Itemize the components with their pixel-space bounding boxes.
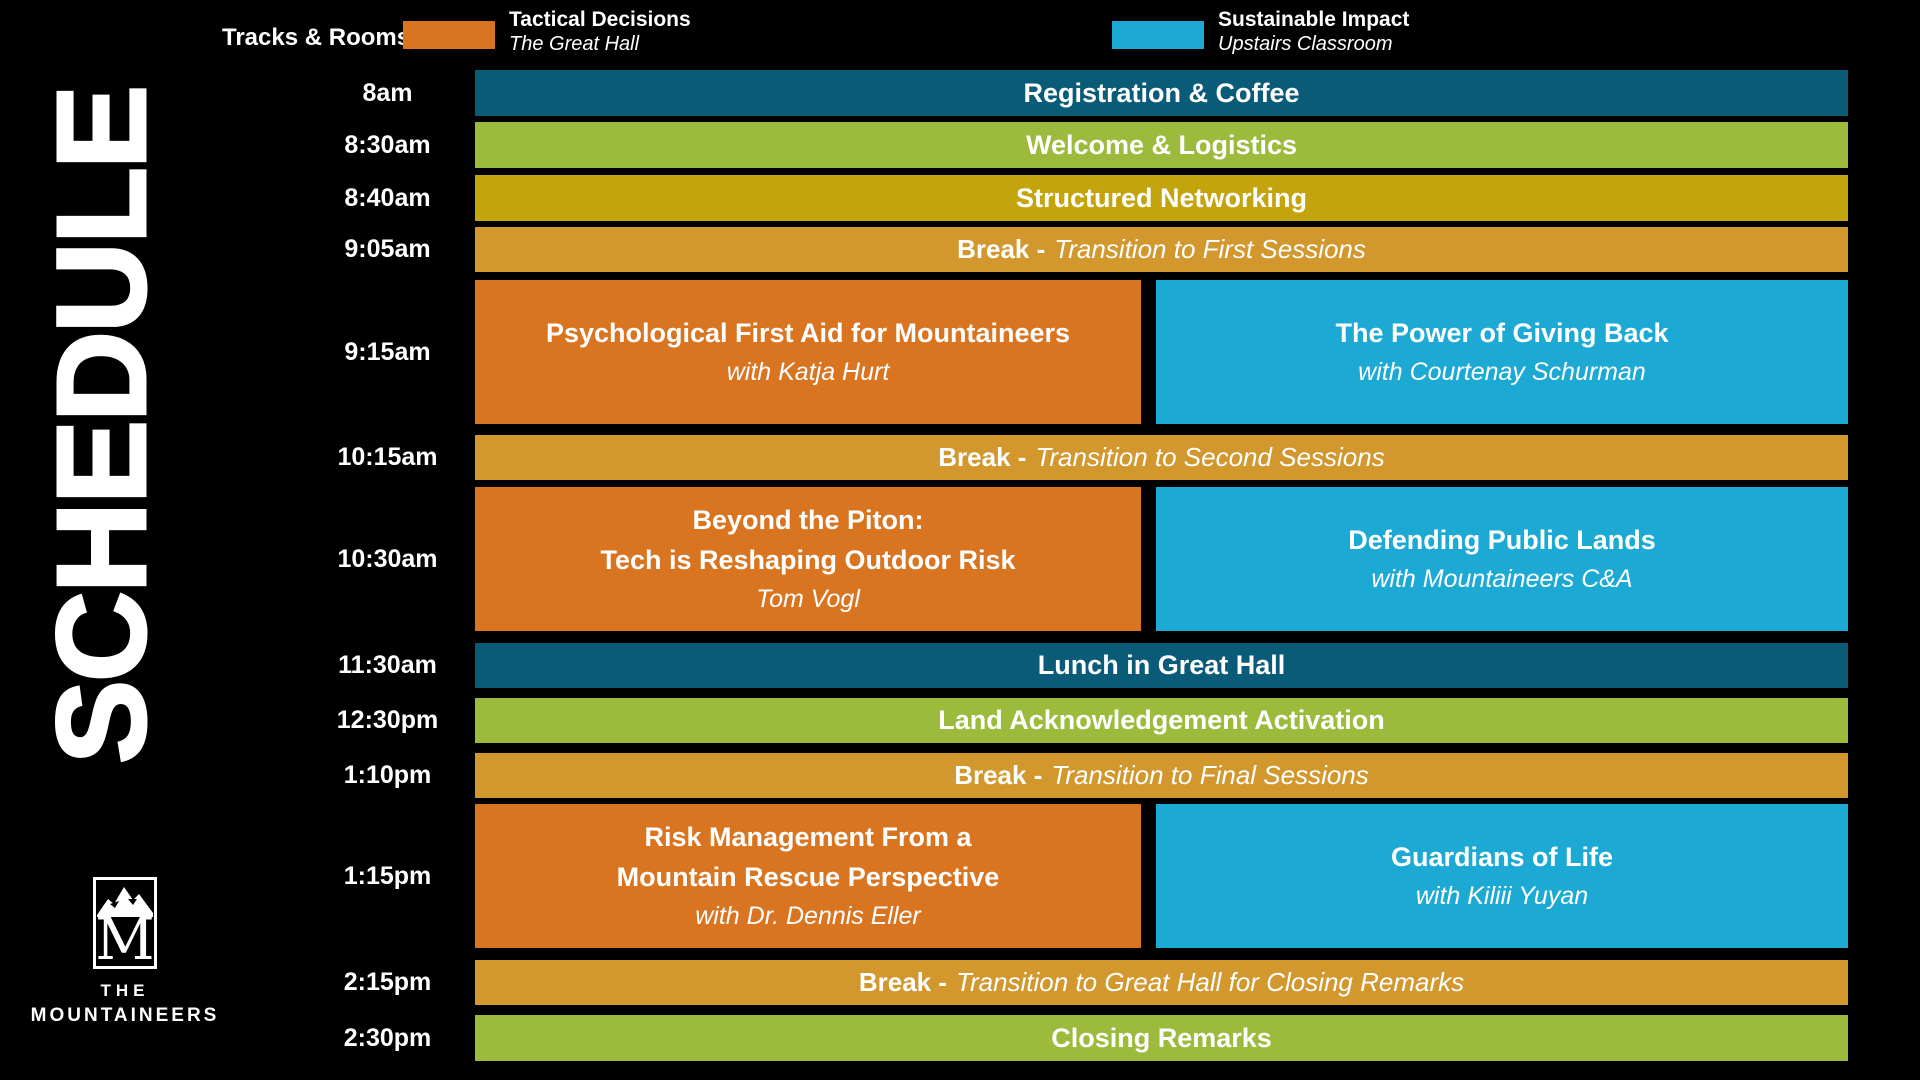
break-label: Break - [957,234,1046,264]
logo-text-mountaineers: MOUNTAINEERS [30,1005,220,1026]
legend-track-name: Tactical Decisions [509,8,691,31]
svg-text:M: M [95,905,154,969]
legend-label: Tracks & Rooms: [222,24,419,51]
break-bar: Break - Transition to First Sessions [475,227,1848,272]
schedule-row: 9:05am Break - Transition to First Sessi… [300,227,1848,272]
session-speaker: with Dr. Dennis Eller [695,902,921,930]
time-label: 10:15am [337,443,438,471]
mountaineers-monogram-icon: M [93,877,157,969]
break-bar: Break - Transition to Second Sessions [475,435,1848,480]
session-title-line2: Mountain Rescue Perspective [616,862,1000,892]
schedule-row: 1:15pm Risk Management From a Mountain R… [300,804,1848,948]
time-label: 8:40am [344,183,431,212]
legend-track-sustainable: Sustainable Impact Upstairs Classroom [1112,7,1409,56]
session-card-sustainable: Defending Public Lands with Mountaineers… [1156,487,1848,631]
break-bar: Break - Transition to Final Sessions [475,753,1848,798]
schedule-row: 10:30am Beyond the Piton: Tech is Reshap… [300,487,1848,631]
session-title: Psychological First Aid for Mountaineers [545,318,1071,348]
mountaineers-logo: M THE MOUNTAINEERS [25,877,225,1027]
logo-text-the: THE [100,981,150,1000]
session-title: The Power of Giving Back [1335,318,1669,348]
time-label: 9:05am [344,235,431,263]
legend-track-tactical: Tactical Decisions The Great Hall [403,7,691,56]
session-title: Defending Public Lands [1348,525,1656,555]
schedule-row: 2:30pm Closing Remarks [300,1015,1848,1061]
session-title: Guardians of Life [1390,842,1614,872]
session-title: Risk Management From a [644,822,972,852]
schedule-row: 8am Registration & Coffee [300,70,1848,116]
schedule-row: 1:10pm Break - Transition to Final Sessi… [300,753,1848,798]
time-label: 8am [362,78,413,107]
time-label: 1:15pm [343,861,432,890]
session-title-line2: Tech is Reshaping Outdoor Risk [600,545,1016,575]
break-description: Transition to Second Sessions [1035,442,1385,472]
session-card-sustainable: Guardians of Life with Kiliii Yuyan [1156,804,1848,948]
event-bar-welcome: Welcome & Logistics [475,122,1848,168]
time-label: 2:30pm [343,1023,432,1052]
break-label: Break - [858,967,947,997]
schedule-row: 11:30am Lunch in Great Hall [300,643,1848,688]
session-speaker: Tom Vogl [756,585,860,613]
session-speaker: with Courtenay Schurman [1358,358,1646,386]
break-description: Transition to Great Hall for Closing Rem… [956,967,1465,997]
session-pair: Beyond the Piton: Tech is Reshaping Outd… [475,487,1848,631]
schedule-row: 10:15am Break - Transition to Second Ses… [300,435,1848,480]
session-speaker: with Mountaineers C&A [1371,565,1633,593]
session-pair: Psychological First Aid for Mountaineers… [475,280,1848,424]
schedule-title-text: SCHEDULE [30,85,174,765]
break-label: Break - [954,760,1043,790]
event-bar-networking: Structured Networking [475,175,1848,221]
track-color-swatch-blue [1112,20,1204,49]
legend-track-room: The Great Hall [509,33,640,55]
schedule-row: 12:30pm Land Acknowledgement Activation [300,698,1848,743]
session-card-tactical: Beyond the Piton: Tech is Reshaping Outd… [475,487,1141,631]
break-description: Transition to First Sessions [1054,234,1366,264]
time-label: 11:30am [338,651,437,679]
time-label: 8:30am [344,130,431,159]
event-bar-land-acknowledgement: Land Acknowledgement Activation [475,698,1848,743]
break-description: Transition to Final Sessions [1051,760,1369,790]
session-speaker: with Kiliii Yuyan [1415,882,1589,910]
time-label: 2:15pm [343,968,432,996]
track-color-swatch-orange [403,20,495,49]
break-label: Break - [938,442,1027,472]
event-bar-closing: Closing Remarks [475,1015,1848,1061]
session-speaker: with Katja Hurt [726,358,890,386]
session-card-sustainable: The Power of Giving Back with Courtenay … [1156,280,1848,424]
session-title: Beyond the Piton: [692,505,924,535]
session-card-tactical: Psychological First Aid for Mountaineers… [475,280,1141,424]
session-pair: Risk Management From a Mountain Rescue P… [475,804,1848,948]
event-bar-registration: Registration & Coffee [475,70,1848,116]
legend-track-name: Sustainable Impact [1218,8,1410,31]
schedule-title: SCHEDULE [28,38,176,813]
break-bar: Break - Transition to Great Hall for Clo… [475,960,1848,1005]
schedule-row: 8:30am Welcome & Logistics [300,122,1848,168]
time-label: 10:30am [337,544,438,573]
time-label: 1:10pm [343,761,432,789]
schedule-grid: 8am Registration & Coffee 8:30am Welcome… [300,70,1848,1061]
schedule-row: 9:15am Psychological First Aid for Mount… [300,280,1848,424]
event-bar-lunch: Lunch in Great Hall [475,643,1848,688]
session-card-tactical: Risk Management From a Mountain Rescue P… [475,804,1141,948]
time-label: 9:15am [344,337,431,366]
schedule-row: 2:15pm Break - Transition to Great Hall … [300,960,1848,1005]
time-label: 12:30pm [336,706,439,734]
schedule-row: 8:40am Structured Networking [300,175,1848,221]
legend-track-room: Upstairs Classroom [1218,33,1393,55]
